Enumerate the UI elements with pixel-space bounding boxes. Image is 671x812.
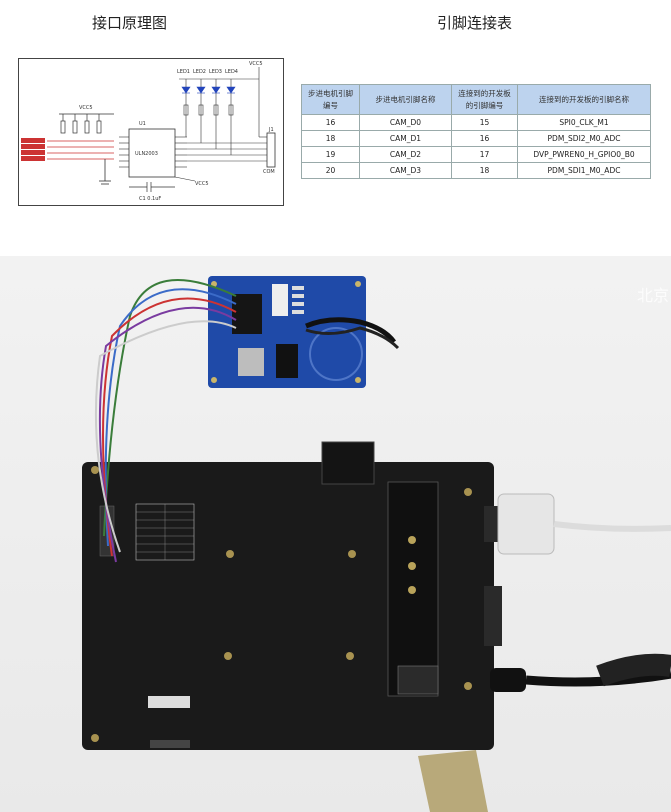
cell: CAM_D3 (359, 162, 452, 179)
led3-label: LED3 (209, 69, 222, 75)
cell: 20 (301, 162, 360, 179)
serial-connector (497, 493, 555, 555)
cell: 17 (451, 146, 518, 163)
cell: CAM_D1 (359, 130, 452, 147)
cell: SPI0_CLK_M1 (517, 114, 651, 131)
com-label: COM (263, 169, 275, 175)
jumper-wires (94, 279, 237, 563)
watermark-text: 北京 (636, 286, 669, 305)
header-board-pin-number: 连接到的开发板的引脚编号 (451, 84, 518, 115)
cell: 16 (301, 114, 360, 131)
vcc-label-resistors: VCC5 (79, 105, 93, 111)
table-row: 20 CAM_D3 18 PDM_SDI1_M0_ADC (301, 162, 651, 179)
table-row: 18 CAM_D1 16 PDM_SDI2_M0_ADC (301, 130, 651, 147)
schematic-drawing: VCC5 U1 ULN2003 C1 0.1uF (21, 61, 276, 202)
tape-strip (418, 750, 488, 812)
cell: CAM_D0 (359, 114, 452, 131)
cell: PDM_SDI1_M0_ADC (517, 162, 651, 179)
vcc-label-leds: VCC5 (249, 61, 263, 67)
cell: DVP_PWREN0_H_GPIO0_B0 (517, 146, 651, 163)
cell: 16 (451, 130, 518, 147)
cell: 18 (451, 162, 518, 179)
cell: 19 (301, 146, 360, 163)
header-motor-pin-number: 步进电机引脚编号 (301, 84, 360, 115)
cell: PDM_SDI2_M0_ADC (517, 130, 651, 147)
led4-label: LED4 (225, 69, 238, 75)
power-cable (525, 669, 671, 687)
interface-schematic: VCC5 U1 ULN2003 C1 0.1uF (18, 58, 284, 206)
board-illustration (82, 276, 671, 812)
hardware-photo: 北京 (0, 256, 671, 812)
led1-label: LED1 (177, 69, 190, 75)
header-motor-pin-name: 步进电机引脚名称 (359, 84, 452, 115)
table-title: 引脚连接表 (437, 14, 513, 32)
schematic-title: 接口原理图 (92, 14, 168, 32)
header-board-pin-name: 连接到的开发板的引脚名称 (517, 84, 651, 115)
cell: CAM_D2 (359, 146, 452, 163)
cell: 15 (451, 114, 518, 131)
table-header-row: 步进电机引脚编号 步进电机引脚名称 连接到的开发板的引脚编号 连接到的开发板的引… (301, 84, 651, 115)
led2-label: LED2 (193, 69, 206, 75)
connector-label: J1 (268, 127, 274, 133)
capacitor-label: C1 0.1uF (139, 196, 161, 202)
chip-name: ULN2003 (135, 151, 158, 157)
vcc-label-chip: VCC5 (195, 181, 209, 187)
table-row: 19 CAM_D2 17 DVP_PWREN0_H_GPIO0_B0 (301, 146, 651, 163)
cell: 18 (301, 130, 360, 147)
chip-ref: U1 (139, 121, 146, 127)
table-row: 16 CAM_D0 15 SPI0_CLK_M1 (301, 114, 651, 131)
pin-connection-table: 步进电机引脚编号 步进电机引脚名称 连接到的开发板的引脚编号 连接到的开发板的引… (301, 84, 651, 179)
